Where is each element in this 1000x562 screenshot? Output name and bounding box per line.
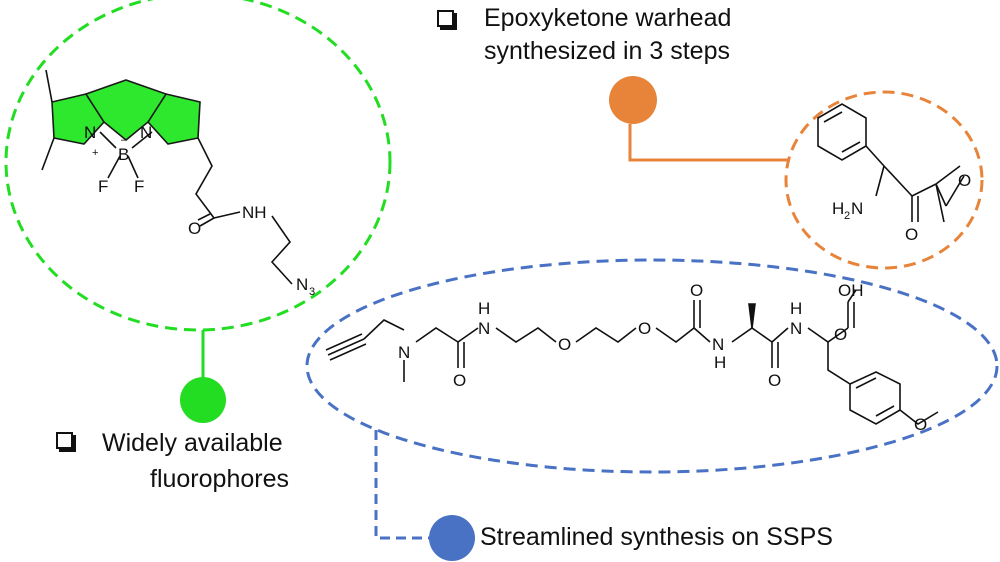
atom-peptide-n-methyl: N [398,343,410,362]
warhead-dashed-ellipse [784,90,984,270]
atom-n-right: N [140,123,152,142]
atom-peptide-o3: O [768,371,781,390]
bodipy-azide-structure [41,69,293,285]
atom-peptide-h3: H [790,299,802,318]
atom-amide-nh: NH [242,203,267,222]
atom-h2n-subscript: 2 [844,210,850,222]
peptide-connector-line [374,430,430,540]
atom-peptide-h2: H [714,353,726,372]
central-ring [84,79,168,142]
peptide-dashed-ellipse [305,258,999,474]
atom-peptide-o2: O [690,281,703,300]
peptide-marker-dot [429,515,475,561]
atom-azide-n: N [296,275,308,294]
fluorophore-dashed-ellipse [4,0,392,332]
left-pyrrole-ring [51,93,106,145]
atom-ether-o1: O [558,335,571,354]
warhead-callout-line2: synthesized in 3 steps [484,37,730,65]
tyrosine-ring [849,371,901,425]
warhead-marker-dot [609,76,657,124]
atom-peptide-o1: O [453,371,466,390]
epoxyketone-structure [817,103,965,223]
atom-peptide-h1: H [478,299,490,318]
atom-peptide-n1: N [478,319,490,338]
atom-methoxy-o: O [914,415,927,434]
checkbox-icon [437,10,454,27]
atom-epoxide-oxygen: O [958,171,971,190]
atom-fluorine-2: F [134,177,144,196]
atom-acid-o: O [834,325,847,344]
atom-azide-subscript: 3 [309,286,315,298]
peptide-callout-label: Streamlined synthesis on SSPS [480,523,833,551]
atom-ketone-oxygen: O [905,225,918,244]
charge-minus: – [121,134,128,146]
atom-peptide-n2: N [712,335,724,354]
atom-boron: B [118,145,129,164]
atom-h2n-h: H [832,199,844,218]
atom-h2n-n: N [851,199,863,218]
fluorophore-callout-line1: Widely available [102,429,283,457]
warhead-connector-line [628,124,790,162]
warhead-callout-line1: Epoxyketone warhead [484,4,732,32]
atom-carbonyl-oxygen: O [188,219,201,238]
atom-ether-o2: O [638,319,651,338]
charge-plus: + [92,147,98,159]
atom-peptide-n3: N [790,319,802,338]
fluorophore-callout-line2: fluorophores [150,465,289,493]
peptide-linker-structure [325,289,939,425]
fluorophore-marker-dot [180,377,226,423]
atom-n-left: N [84,123,96,142]
checkbox-icon [56,432,73,449]
atom-acid-oh: OH [838,281,864,300]
atom-fluorine-1: F [98,177,108,196]
